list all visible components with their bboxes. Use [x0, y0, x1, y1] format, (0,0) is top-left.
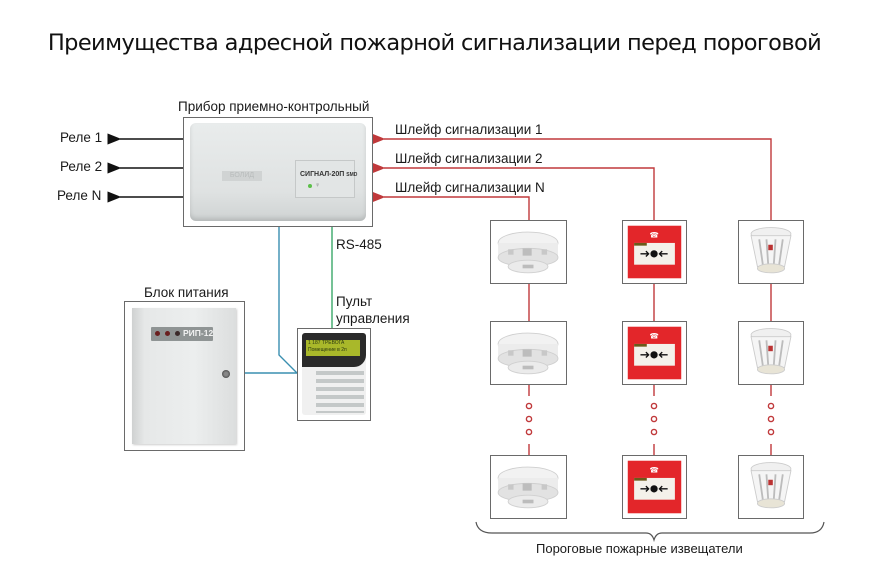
manual-call-point-icon: ☎	[625, 458, 684, 516]
psu-cabinet: РИП-12	[132, 308, 236, 444]
smoke-detector-icon	[493, 458, 564, 516]
brand-plate: БОЛИД	[222, 171, 262, 181]
psu-indicator-panel: РИП-12	[151, 327, 213, 341]
detectors-caption: Пороговые пожарные извещатели	[536, 541, 743, 556]
relay-n-label: Реле N	[57, 188, 102, 203]
keypad-lcd: 1 187 ТРЕВОГА Помещение в 2п	[306, 340, 360, 356]
keypad-keys	[316, 371, 364, 413]
svg-text:☎: ☎	[650, 332, 659, 341]
svg-text:☎: ☎	[650, 466, 659, 475]
control-panel[interactable]: БОЛИД СИГНАЛ-20П SMD ♀	[183, 117, 373, 227]
ellipsis-dot	[525, 428, 533, 436]
detectors-brace	[475, 521, 825, 543]
psu-model: РИП-12	[183, 328, 214, 338]
led-icon	[165, 331, 170, 336]
manual-call-point[interactable]: ☎	[622, 220, 687, 284]
control-keypad[interactable]: 1 187 ТРЕВОГА Помещение в 2п	[297, 328, 371, 421]
device-suffix: SMD	[346, 172, 358, 178]
manual-call-point[interactable]: ☎	[622, 455, 687, 519]
led-icon	[175, 331, 180, 336]
panel-housing: БОЛИД СИГНАЛ-20П SMD ♀	[190, 123, 366, 221]
ellipsis-dot	[650, 428, 658, 436]
manual-call-point[interactable]: ☎	[622, 321, 687, 385]
smoke-detector[interactable]	[490, 321, 567, 385]
ellipsis-dot	[767, 428, 775, 436]
keypad-label-line2: управления	[336, 311, 410, 326]
smoke-detector-icon	[493, 324, 564, 382]
keypad-label: Пульт управления	[336, 293, 410, 327]
status-led-icon	[308, 184, 312, 188]
heat-detector-icon	[741, 324, 801, 382]
smoke-detector[interactable]	[490, 455, 567, 519]
loop-n-wire	[371, 191, 530, 220]
panel-label: Прибор приемно-контрольный	[178, 99, 370, 114]
power-supply-label: Блок питания	[144, 285, 229, 300]
loop-n-label: Шлейф сигнализации N	[395, 180, 545, 195]
manual-call-point-icon: ☎	[625, 223, 684, 281]
loop-1-wire	[371, 133, 772, 220]
ellipsis-dot	[525, 402, 533, 410]
relay-1-label: Реле 1	[60, 130, 103, 145]
ellipsis-dot	[650, 415, 658, 423]
device-display-window: СИГНАЛ-20П SMD ♀	[295, 160, 358, 198]
ellipsis-dot	[767, 402, 775, 410]
lock-icon	[222, 370, 230, 378]
keypad-body: 1 187 ТРЕВОГА Помещение в 2п	[302, 333, 366, 415]
smoke-detector[interactable]	[490, 220, 567, 284]
heat-detector[interactable]	[738, 455, 804, 519]
heat-detector[interactable]	[738, 220, 804, 284]
lcd-line-2: Помещение в 2п	[308, 347, 347, 353]
ellipsis-dot	[650, 402, 658, 410]
page-title: Преимущества адресной пожарной сигнализа…	[47, 30, 822, 56]
lcd-line-1: 1 187 ТРЕВОГА	[308, 340, 345, 346]
power-wire	[278, 226, 298, 374]
loop-2-label: Шлейф сигнализации 2	[395, 151, 543, 166]
ellipsis-dot	[525, 415, 533, 423]
keypad-label-line1: Пульт	[336, 294, 373, 309]
loop-2-wire	[371, 162, 655, 220]
manual-call-point-icon: ☎	[625, 324, 684, 382]
heat-detector-icon	[741, 458, 801, 516]
ellipsis-dot	[767, 415, 775, 423]
heat-detector-icon	[741, 223, 801, 281]
loop-1-label: Шлейф сигнализации 1	[395, 122, 543, 137]
power-supply[interactable]: РИП-12	[124, 301, 245, 451]
svg-text:☎: ☎	[650, 231, 659, 240]
bulb-icon: ♀	[315, 182, 321, 189]
led-icon	[155, 331, 160, 336]
smoke-detector-icon	[493, 223, 564, 281]
heat-detector[interactable]	[738, 321, 804, 385]
relay-2-label: Реле 2	[60, 159, 103, 174]
device-name: СИГНАЛ-20П	[300, 171, 345, 178]
rs485-label: RS-485	[336, 237, 382, 252]
